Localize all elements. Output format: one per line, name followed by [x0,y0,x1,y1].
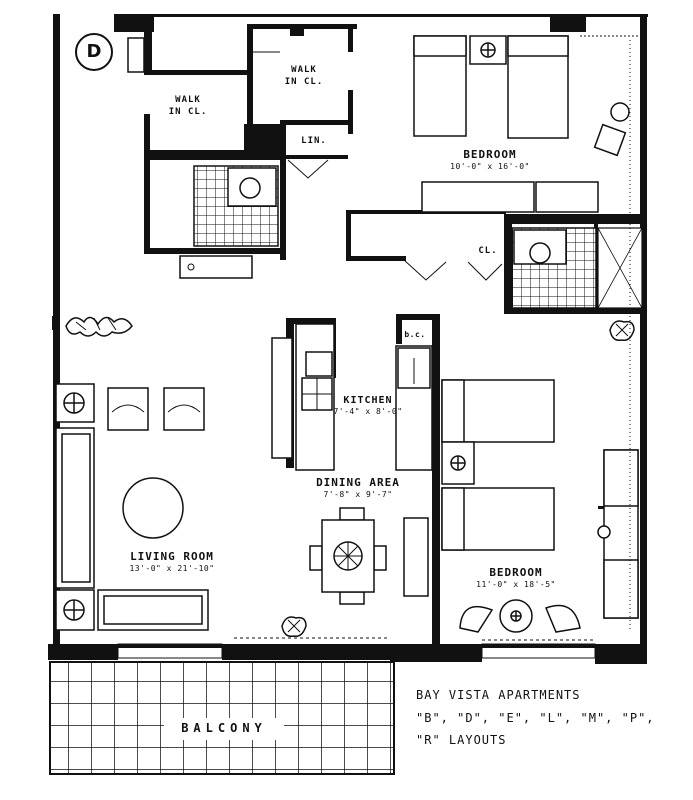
caption-layouts: "B", "D", "E", "L", "M", "P", [416,711,655,725]
interior-walls [52,24,644,644]
balcony [49,661,395,775]
plan-type-badge: D [75,33,113,71]
room-dimensions: 10'-0" x 16'-0" [450,162,530,171]
dining-set [309,507,429,605]
plants [65,316,635,638]
room-name-bedroom: BEDROOM [463,148,517,161]
plant-icon [65,316,133,337]
caption-title: BAY VISTA APARTMENTS [416,688,581,702]
plant-icon [281,616,307,638]
bedroom-top-furniture [127,35,630,213]
living-furniture [55,383,209,631]
room-dimensions: 13'-0" x 21'-10" [129,564,215,573]
walk-in-closet-label: WALK IN CL. [168,95,208,117]
closet-label: CL. [478,246,498,256]
linen-closet-label: LIN. [301,136,327,146]
bath-1 [179,165,279,279]
room-dimensions: 7'-4" x 8'-0" [333,407,403,416]
broom-closet-label: b.c. [404,330,426,339]
window-ledges [117,35,640,659]
plant-icon [609,320,635,342]
room-name-dining-area: DINING AREA [316,476,400,489]
balcony-label: BALCONY [181,721,267,735]
bedroom-bottom-furniture [441,379,639,633]
room-name-living-room: LIVING ROOM [130,550,214,563]
caption-layouts-end: "R" LAYOUTS [416,733,507,747]
room-dimensions: 11'-0" x 18'-5" [476,580,556,589]
bath-2 [511,227,643,309]
room-dimensions: 7'-8" x 9'-7" [323,490,393,499]
room-name-bedroom: BEDROOM [489,566,543,579]
room-name-kitchen: KITCHEN [343,395,393,406]
walk-in-closet-label: WALK IN CL. [284,65,324,87]
kitchen-fixtures [271,323,433,471]
doors [253,51,503,281]
